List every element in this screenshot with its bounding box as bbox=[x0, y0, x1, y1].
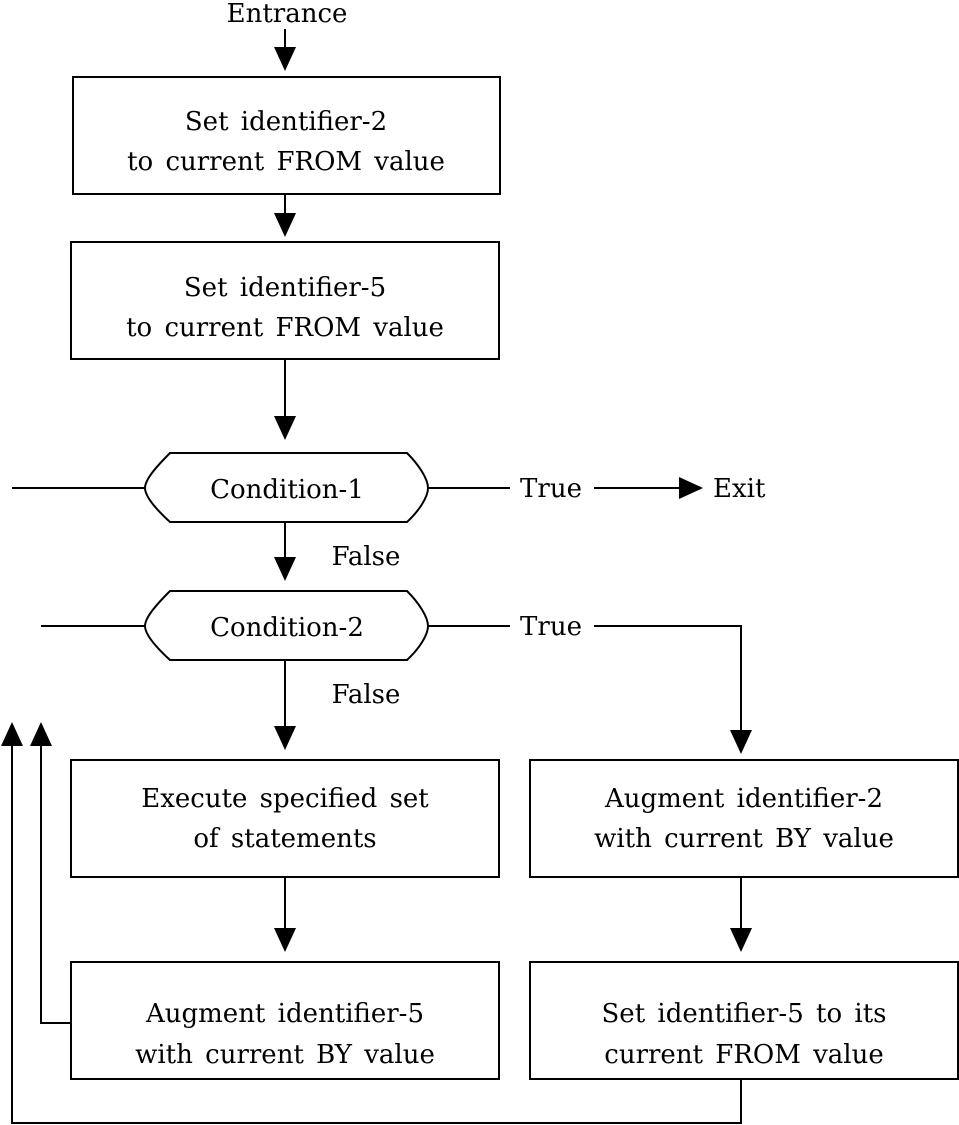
box-line: Execute specified set bbox=[141, 784, 429, 814]
decision-condition-1: Condition-1 bbox=[143, 452, 430, 523]
box-line: with current BY value bbox=[135, 1040, 435, 1070]
entrance-label: Entrance bbox=[227, 0, 348, 29]
true-label-condition-1: True bbox=[520, 474, 582, 504]
arrow-to-set-identifier-5 bbox=[274, 194, 296, 237]
process-box-augment-identifier-5: Augment identifier-5 with current BY val… bbox=[70, 961, 500, 1080]
exit-label: Exit bbox=[713, 474, 766, 504]
false-label-condition-2: False bbox=[332, 680, 401, 710]
arrow-entrance-to-set-identifier-2 bbox=[274, 29, 296, 71]
box-line: to current FROM value bbox=[127, 147, 445, 177]
connector-condition-2-true bbox=[428, 625, 752, 754]
process-box-set-identifier-2: Set identifier-2 to current FROM value bbox=[72, 76, 501, 195]
process-box-reset-identifier-5: Set identifier-5 to its current FROM val… bbox=[529, 961, 959, 1080]
loop-back-to-condition-2 bbox=[30, 625, 145, 1024]
box-line: with current BY value bbox=[594, 824, 894, 854]
arrow-condition-1-false bbox=[274, 522, 296, 581]
process-box-augment-identifier-2: Augment identifier-2 with current BY val… bbox=[529, 759, 959, 878]
arrow-execute-to-augment-identifier-5 bbox=[274, 877, 296, 952]
box-line: Set identifier-2 bbox=[185, 107, 387, 137]
box-line: Set identifier-5 to its bbox=[602, 999, 887, 1029]
process-box-set-identifier-5: Set identifier-5 to current FROM value bbox=[70, 241, 500, 360]
box-line: Set identifier-5 bbox=[184, 273, 386, 303]
box-line: of statements bbox=[193, 824, 376, 854]
arrow-augment-identifier-2-to-reset bbox=[730, 877, 752, 952]
box-line: Augment identifier-2 bbox=[604, 784, 883, 814]
box-line: Augment identifier-5 bbox=[145, 999, 424, 1029]
box-line: current FROM value bbox=[604, 1040, 883, 1070]
arrow-to-condition-1 bbox=[274, 359, 296, 440]
false-label-condition-1: False bbox=[332, 542, 401, 572]
process-box-execute-statements: Execute specified set of statements bbox=[70, 759, 500, 878]
connector-condition-1-true-exit bbox=[428, 477, 703, 499]
decision-condition-2: Condition-2 bbox=[143, 590, 430, 661]
condition-label: Condition-1 bbox=[210, 475, 364, 505]
box-line: to current FROM value bbox=[126, 313, 444, 343]
loop-back-to-condition-1 bbox=[1, 487, 742, 1124]
condition-label: Condition-2 bbox=[210, 613, 364, 643]
true-label-condition-2: True bbox=[520, 612, 582, 642]
arrow-condition-2-false bbox=[274, 660, 296, 750]
